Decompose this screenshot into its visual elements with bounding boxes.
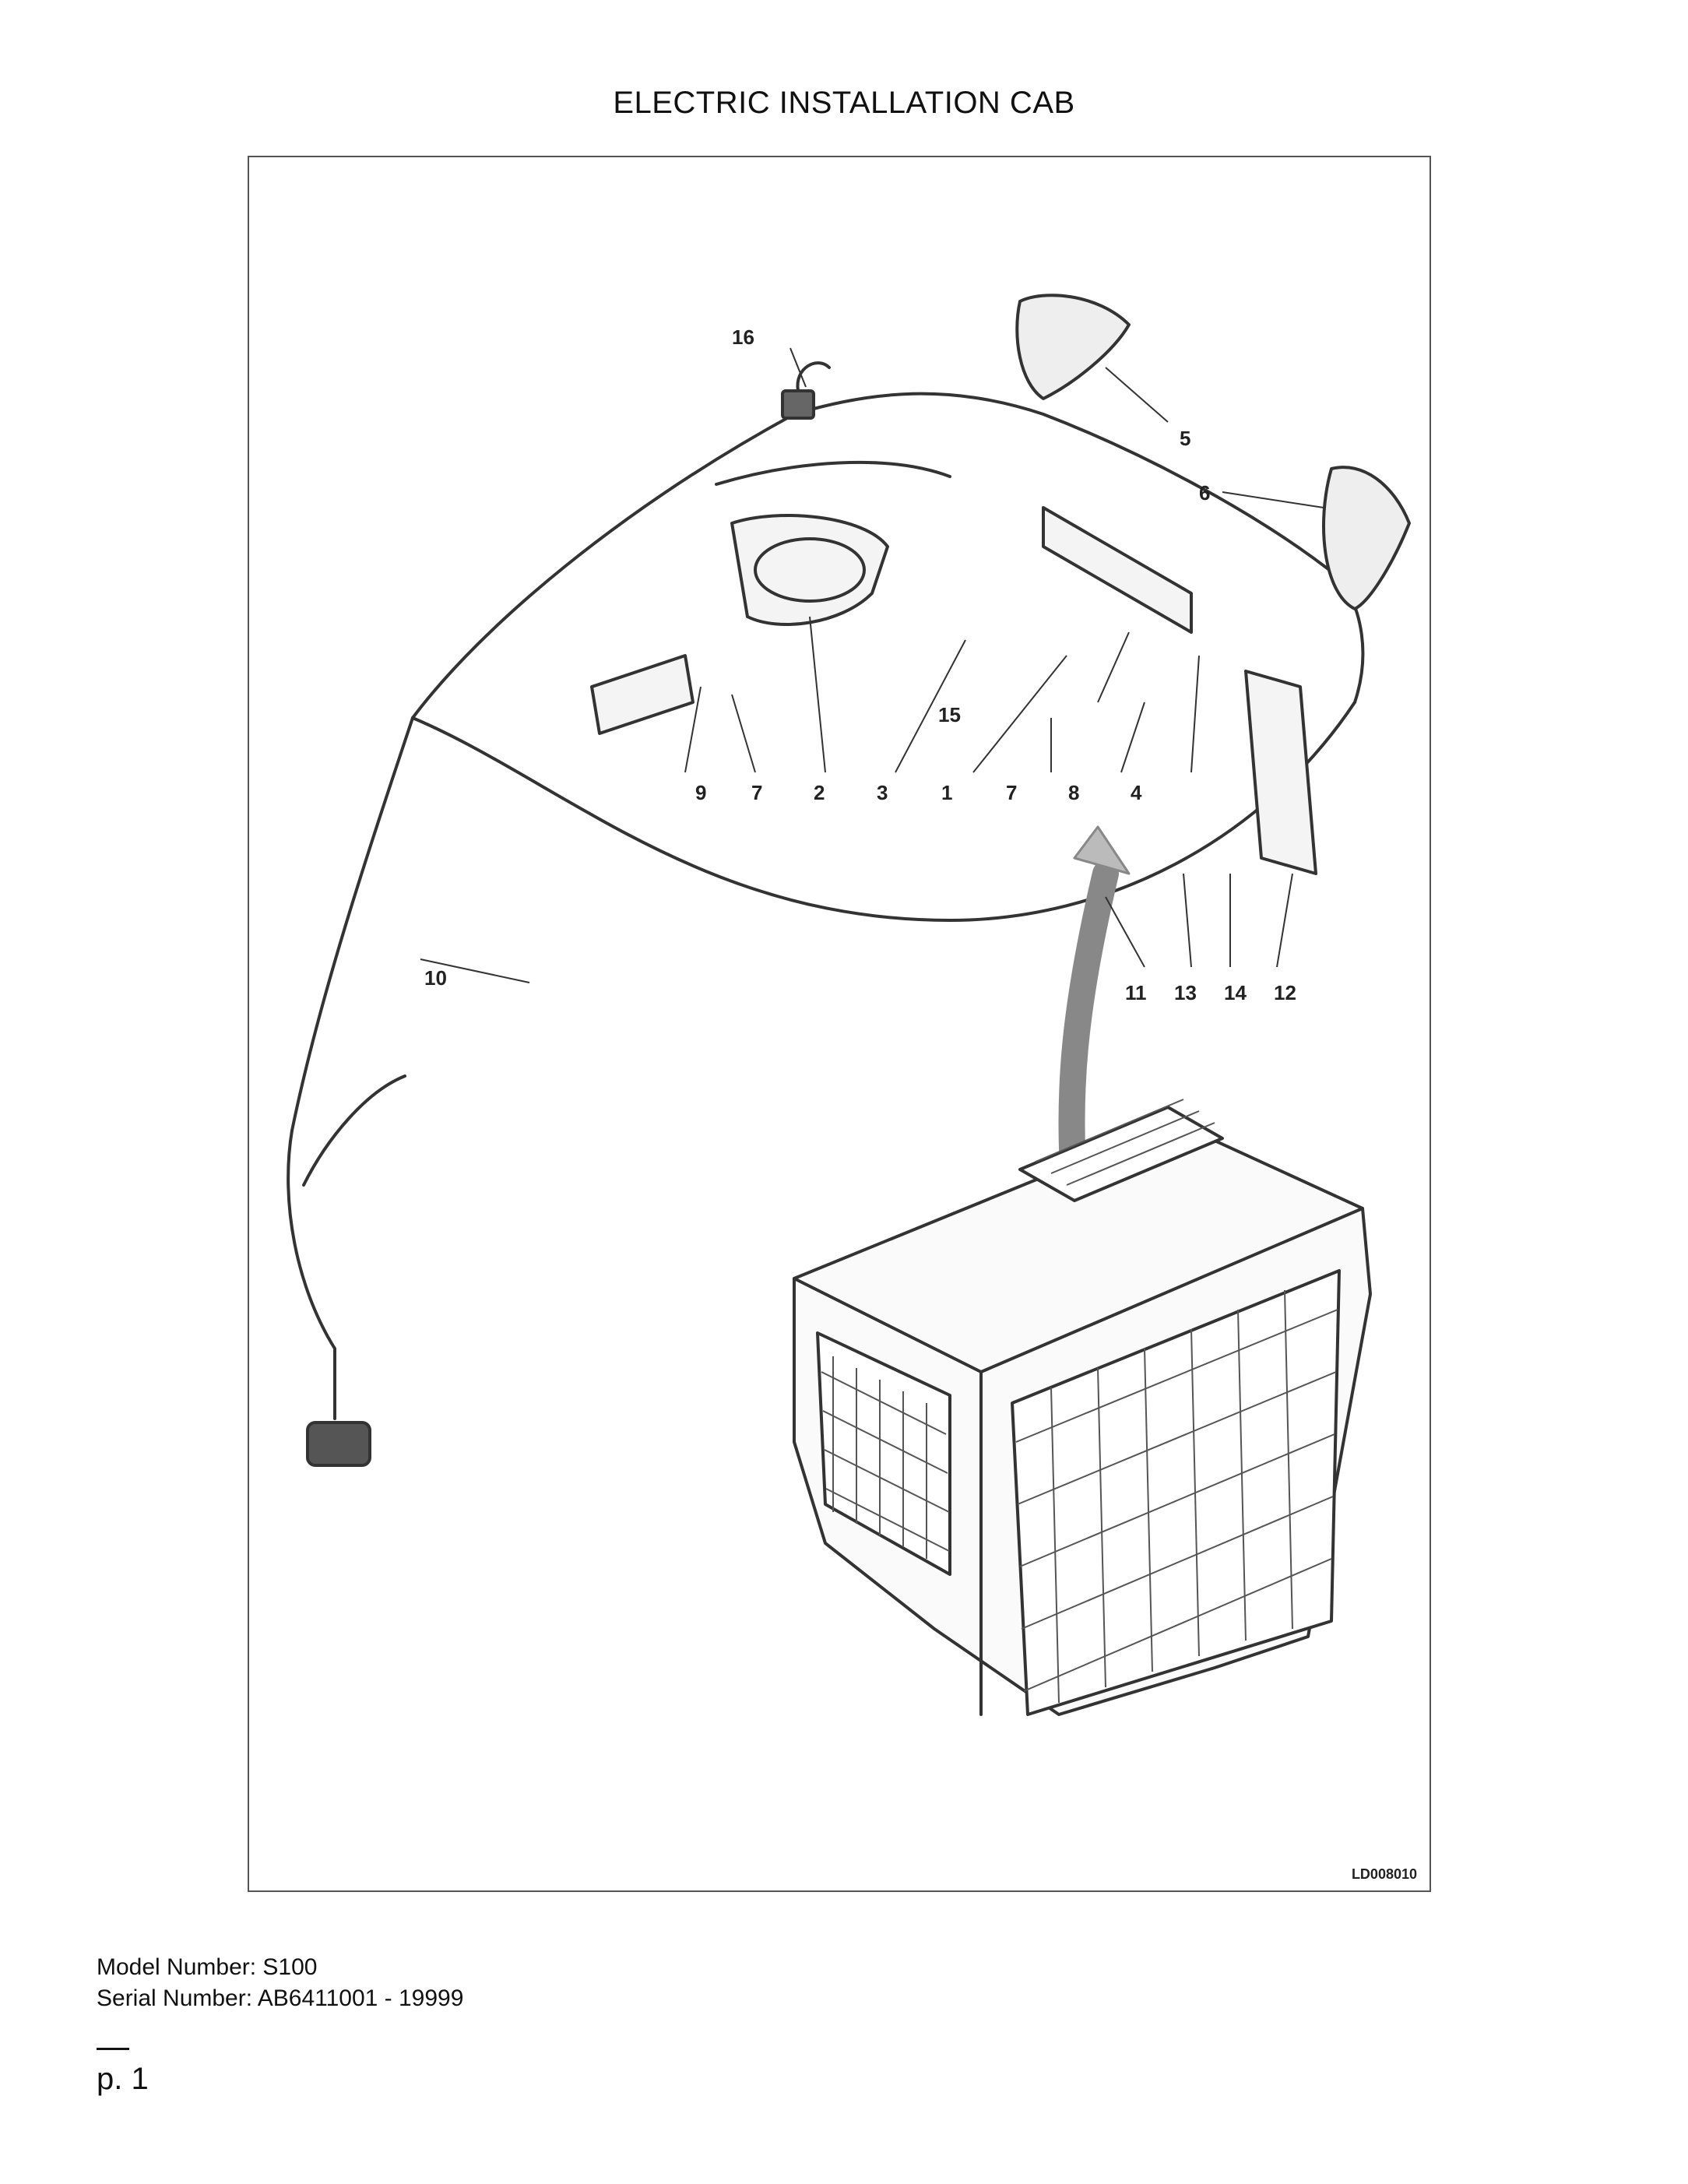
callout-4: 4 [1131, 781, 1142, 804]
callout-7: 7 [751, 781, 762, 804]
harness-loop [411, 392, 1365, 719]
drawing-id: LD008010 [1351, 1866, 1417, 1882]
callout-12: 12 [1274, 981, 1296, 1004]
right-window [1011, 1269, 1341, 1716]
left-window [816, 1331, 951, 1576]
callout-5: 5 [1180, 427, 1190, 450]
harness-branch-2 [302, 1074, 406, 1187]
callout-13: 13 [1174, 981, 1197, 1004]
callout-1: 1 [941, 781, 952, 804]
connector-16 [781, 389, 815, 420]
callout-15: 15 [938, 703, 961, 726]
parts-diagram: 16 5 6 15 9 7 2 3 1 7 8 4 10 11 13 14 12 [287, 294, 1411, 1716]
parts-diagram-frame: 16 5 6 15 9 7 2 3 1 7 8 4 10 11 13 14 12… [248, 156, 1431, 1892]
callout-14: 14 [1224, 981, 1247, 1004]
callout-9: 9 [695, 781, 706, 804]
page-rule [97, 2048, 129, 2050]
callout-3: 3 [877, 781, 888, 804]
callout-11: 11 [1125, 981, 1147, 1004]
window-grids [821, 1099, 1338, 1704]
harness-inner [715, 460, 951, 486]
harness-lower [411, 701, 1356, 922]
dome-light-5 [1015, 294, 1131, 400]
callout-10: 10 [424, 966, 447, 990]
relay-panel-4 [1042, 506, 1193, 634]
callout-7-b: 7 [1006, 781, 1017, 804]
side-panel-12 [1244, 670, 1317, 875]
page-number: p. 1 [97, 2062, 149, 2096]
floor-connector [306, 1421, 371, 1467]
switch-panel-2 [730, 514, 889, 626]
harness-branch [287, 716, 414, 1420]
callout-6: 6 [1199, 481, 1210, 505]
callout-16: 16 [732, 325, 754, 349]
callout-8: 8 [1068, 781, 1079, 804]
model-number: Model Number: S100 [97, 1954, 318, 1980]
roof-hatch [1018, 1106, 1224, 1202]
dome-light-6 [1322, 466, 1411, 610]
callout-2: 2 [814, 781, 825, 804]
serial-number: Serial Number: AB6411001 - 19999 [97, 1985, 464, 2011]
page-title: ELECTRIC INSTALLATION CAB [613, 86, 1075, 120]
